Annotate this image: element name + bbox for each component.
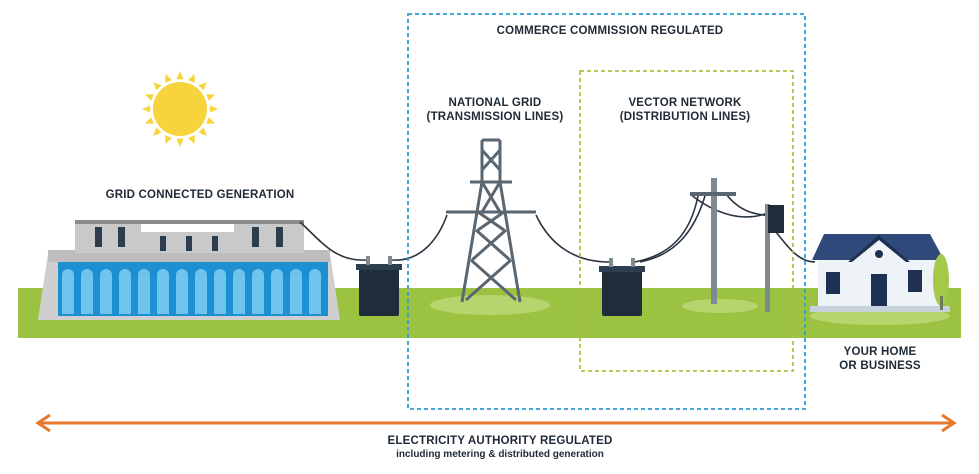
national-grid-label: NATIONAL GRID (TRANSMISSION LINES) [405, 96, 585, 124]
vector-network-subtitle: (DISTRIBUTION LINES) [619, 111, 751, 123]
generation-label: GRID CONNECTED GENERATION [105, 189, 295, 201]
authority-title: ELECTRICITY AUTHORITY REGULATED [387, 435, 613, 447]
national-grid-subtitle: (TRANSMISSION LINES) [426, 111, 564, 123]
generation-transformer [356, 256, 402, 316]
tower-ground-shadow [430, 295, 550, 315]
authority-label: ELECTRICITY AUTHORITY REGULATED includin… [300, 434, 700, 462]
tree-icon [933, 254, 949, 310]
authority-subtitle: including metering & distributed generat… [396, 449, 604, 460]
home-business-label: YOUR HOME OR BUSINESS [820, 345, 940, 373]
vector-network-box [579, 70, 794, 372]
vector-network-title: VECTOR NETWORK [628, 97, 742, 109]
home-label-line2: OR BUSINESS [839, 360, 921, 372]
distribution-pole [690, 178, 784, 312]
house-icon [810, 234, 950, 312]
sun-icon [142, 71, 218, 147]
authority-range-arrow [35, 413, 957, 433]
power-station [38, 220, 340, 320]
distribution-transformer [599, 258, 645, 316]
vector-network-label: VECTOR NETWORK (DISTRIBUTION LINES) [590, 96, 780, 124]
transmission-tower [446, 138, 536, 303]
power-lines [299, 193, 816, 263]
home-label-line1: YOUR HOME [843, 346, 917, 358]
commerce-commission-label: COMMERCE COMMISSION REGULATED [496, 25, 724, 37]
pole-ground-shadow [682, 299, 758, 313]
commerce-commission-box [407, 13, 806, 410]
national-grid-title: NATIONAL GRID [448, 97, 542, 109]
